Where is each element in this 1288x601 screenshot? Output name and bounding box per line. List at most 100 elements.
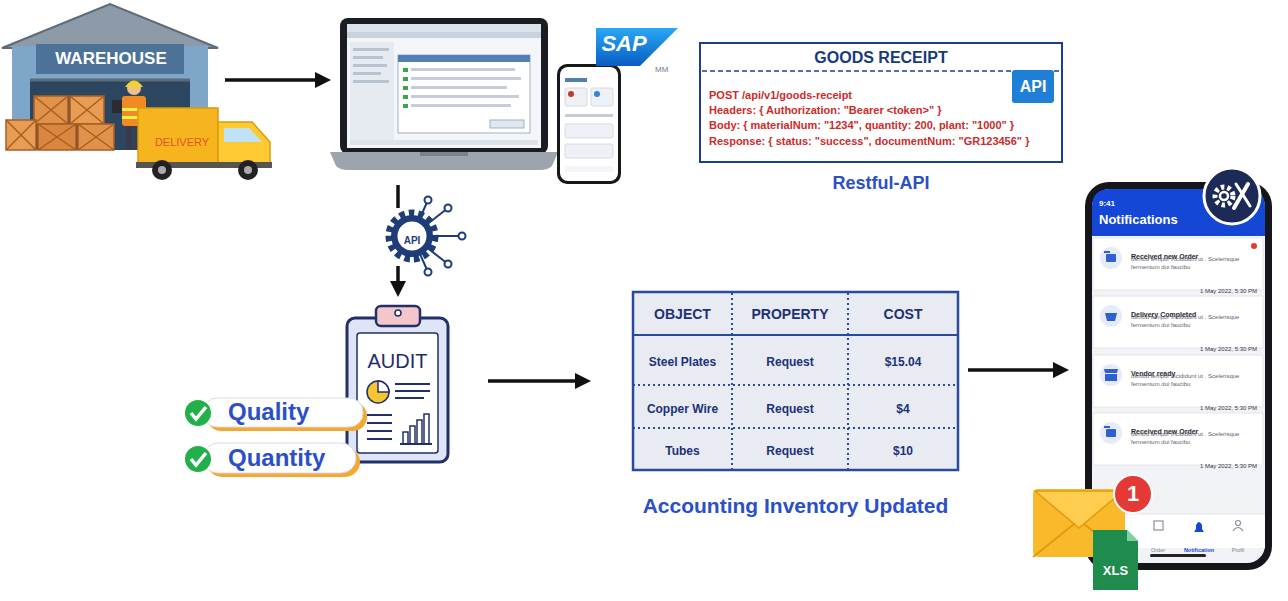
clipboard [367,422,392,424]
code-badge: API [1012,70,1054,103]
text-slot: Steel Plates [635,352,730,370]
truck [218,122,270,166]
tool-badge [1215,187,1233,205]
phone [1104,369,1118,381]
crates [38,124,76,150]
cell-text: Request [766,444,813,458]
laptop [411,86,507,89]
node-text: 1 May 2022, 5:30 PM [1200,405,1257,412]
node-text: WAREHOUSE [55,49,166,69]
gear-icon [445,205,452,212]
node-text: API [404,235,421,247]
node-text: AUDIT [368,349,428,373]
laptop [347,24,541,148]
laptop [420,152,468,156]
laptop [411,104,511,107]
text-slot: POST /api/v1/goods-receipt [709,85,1009,103]
laptop [330,152,558,170]
crates [78,124,114,150]
code-card [700,43,1062,162]
laptop [403,95,408,99]
handset [565,166,613,172]
check-pill [184,399,212,427]
gear-icon [445,261,452,268]
text-slot: $4 [850,399,956,417]
clipboard [403,414,429,444]
tool-badge [1204,168,1260,224]
text-slot: Profil [1223,538,1253,556]
truck [136,108,272,180]
laptop [490,120,524,128]
cell-text: OBJECT [654,306,711,323]
check-pill [191,453,206,465]
node-text: Accounting Inventory Updated [643,493,949,518]
phone [1093,238,1263,290]
file-icon [1127,530,1138,541]
handset [591,88,613,106]
grid-table [847,293,849,469]
text-slot: COST [850,305,956,323]
clipboard [424,414,429,444]
phone [1236,521,1241,526]
phone [1104,251,1118,437]
node-text: 1 May 2022, 5:30 PM [1200,288,1257,295]
crates [34,96,68,124]
text-slot: usmod tempor incididunt ut . Scelerisque… [1131,255,1257,273]
phone [1093,355,1263,407]
gear-icon [391,215,433,257]
check-pill [203,443,356,473]
clipboard [395,390,430,392]
counter-badge [1114,475,1152,513]
gear-icon [425,197,432,204]
clipboard [347,306,448,462]
node-text: Profil [1232,547,1245,554]
node-text: POST /api/v1/goods-receipt [709,89,852,102]
text-slot: Accounting Inventory Updated [603,493,988,518]
code-card: GOODS RECEIPTPOST /api/v1/goods-receiptH… [700,43,1062,162]
cell-text: PROPERTY [751,306,828,323]
clipboard [367,430,392,432]
text-slot: WAREHOUSE [5,49,217,69]
building [2,4,218,48]
file-icon [1093,530,1138,590]
alert-card: Received new Orderusmod tempor incididun… [1093,238,1263,290]
clipboard [378,381,389,392]
laptop [353,56,383,59]
phone [1194,522,1204,532]
flow-arrow [396,266,400,289]
clipboard [395,383,430,385]
handset [557,64,621,184]
gear-icon [425,269,432,276]
laptop [347,24,541,32]
node-text: 1 May 2022, 5:30 PM [1200,463,1257,470]
counter-badge [1114,475,1152,513]
text-slot: DELIVERY [150,132,214,150]
gear-icon [389,213,435,259]
crates [70,96,104,124]
grid-table [731,293,733,469]
node-text: usmod tempor incididunt ut . Scelerisque… [1131,430,1257,447]
phone [1154,521,1163,530]
text-slot: 1 May 2022, 5:30 PM [1153,279,1257,297]
laptop [403,68,408,72]
grid-table [633,427,958,429]
node-text: Headers: { Authorization: "Bearer <token… [709,104,942,117]
clipboard [417,420,422,444]
gear-icon [389,197,466,276]
cell-text: $4 [896,402,909,416]
text-slot: 1 May 2022, 5:30 PM [1153,454,1257,472]
laptop [347,32,541,38]
crates [38,124,76,150]
text-slot: AUDIT [345,349,450,373]
text-slot: Request [734,352,846,370]
text-slot: Notifications [1099,210,1249,228]
clipboard [395,397,424,399]
phone [1233,528,1243,532]
grid-table [633,292,958,470]
node-text: Response: { status: "success", documentN… [709,135,1029,148]
clipboard [367,414,392,416]
erp-system: SAPMM [335,18,680,184]
brand-logo [596,28,678,66]
text-slot: usmod tempor incididunt ut . Scelerisque… [1131,430,1257,448]
truck [238,160,258,180]
